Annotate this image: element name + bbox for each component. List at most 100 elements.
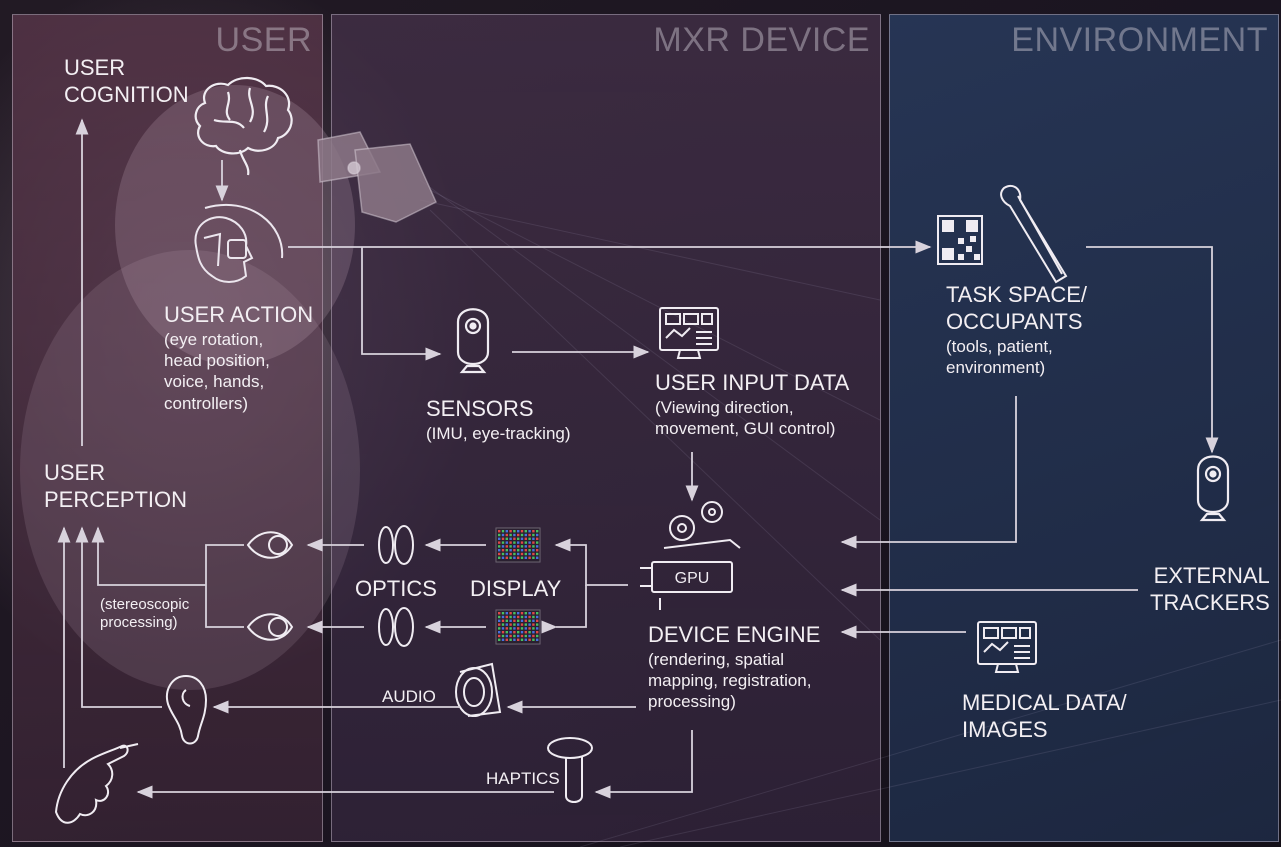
display-pixel [505, 615, 508, 619]
display-pixel [501, 612, 505, 615]
display-pixel [520, 627, 524, 630]
display-pixel [513, 627, 516, 630]
display-pixel [509, 615, 512, 619]
display-pixel [509, 537, 512, 540]
sensors-detail: (IMU, eye-tracking) [426, 423, 571, 443]
monitor-data-icon-medical [977, 621, 1037, 673]
user-perception-label: USER PERCEPTION [44, 460, 188, 512]
display-pixel [501, 545, 505, 548]
display-pixel [498, 549, 501, 552]
display-pixel [528, 552, 531, 556]
display-pixel [509, 556, 512, 559]
sensors-title: SENSORS [426, 396, 534, 421]
display-pixel [524, 552, 527, 556]
display-pixel [513, 638, 516, 641]
task-space-node: TASK SPACE/ OCCUPANTS (tools, patient, e… [946, 282, 1087, 378]
display-pixel [532, 634, 535, 638]
display-pixel [520, 623, 524, 626]
display-pixel [501, 631, 505, 634]
display-pixel [524, 634, 527, 638]
mxr-device-panel: MXR DEVICE [331, 14, 881, 842]
display-pixel [509, 631, 512, 634]
display-pixel [517, 552, 520, 556]
display-pixel [509, 530, 512, 533]
sensors-node: SENSORS (IMU, eye-tracking) [426, 396, 571, 444]
display-pixel [501, 549, 505, 552]
display-pixel [517, 530, 520, 533]
display-pixel [513, 612, 516, 615]
display-pixel [520, 612, 524, 615]
person-silhouette [20, 85, 360, 690]
display-pixel [498, 634, 501, 638]
optics-label: OPTICS [355, 576, 437, 601]
eye-icon [246, 531, 294, 641]
display-pixel [520, 541, 524, 544]
display-pixel [520, 615, 524, 619]
display-label: DISPLAY [470, 576, 562, 601]
display-pixel [509, 623, 512, 626]
head-profile-icon [194, 203, 284, 283]
display-pixel [536, 623, 539, 626]
display-pixel [505, 530, 508, 533]
display-pixel [536, 638, 539, 641]
display-pixel [498, 552, 501, 556]
display-pixel [524, 530, 527, 533]
display-pixel [517, 619, 520, 622]
display-pixel [536, 537, 539, 540]
display-pixel [528, 533, 531, 537]
display-pixel [532, 631, 535, 634]
display-pixel [528, 537, 531, 540]
display-pixel [498, 631, 501, 634]
task-space-detail: (tools, patient, environment) [946, 336, 1053, 377]
camera-sensor-icon [456, 308, 490, 374]
display-pixel [501, 556, 505, 559]
user-panel-title: USER [215, 21, 312, 59]
display-pixel [532, 623, 535, 626]
display-pixel [517, 549, 520, 552]
display-pixel [509, 549, 512, 552]
display-pixel [528, 556, 531, 559]
display-pixel [517, 638, 520, 641]
brain-icon [194, 76, 293, 176]
display-pixel [528, 631, 531, 634]
display-pixel [536, 549, 539, 552]
ear-icon [166, 674, 208, 745]
stereoscopic-label: (stereoscopic processing) [100, 596, 190, 632]
display-pixel [536, 634, 539, 638]
display-pixel [532, 612, 535, 615]
scalpel-icon [1000, 184, 1068, 284]
user-action-node: USER ACTION (eye rotation, head position… [164, 302, 313, 414]
device-engine-detail: (rendering, spatial mapping, registratio… [648, 649, 812, 712]
display-pixel [505, 619, 508, 622]
external-trackers-label: EXTERNAL TRACKERS [1150, 563, 1270, 615]
display-pixel [520, 549, 524, 552]
speaker-icon [455, 662, 502, 717]
display-pixel [532, 556, 535, 559]
display-pixel [501, 623, 505, 626]
display-pixel [524, 541, 527, 544]
display-pixel [509, 634, 512, 638]
display-pixel [524, 612, 527, 615]
display-pixel [498, 556, 501, 559]
user-action-title: USER ACTION [164, 302, 314, 327]
display-pixel [513, 530, 516, 533]
display-pixel [520, 619, 524, 622]
display-pixel [524, 549, 527, 552]
display-pixel [513, 552, 516, 556]
display-pixel [505, 623, 508, 626]
display-pixel [509, 619, 512, 622]
display-pixel [520, 533, 524, 537]
haptics-label: HAPTICS [486, 769, 560, 788]
user-input-detail: (Viewing direction, movement, GUI contro… [655, 397, 836, 439]
display-pixel [513, 537, 516, 540]
display-pixel [513, 623, 516, 626]
display-pixel [509, 545, 512, 548]
medical-data-label: MEDICAL DATA/ IMAGES [962, 690, 1127, 742]
display-pixel [505, 537, 508, 540]
display-pixel [524, 533, 527, 537]
display-pixel [536, 552, 539, 556]
display-pixel [532, 615, 535, 619]
display-pixel [528, 530, 531, 533]
